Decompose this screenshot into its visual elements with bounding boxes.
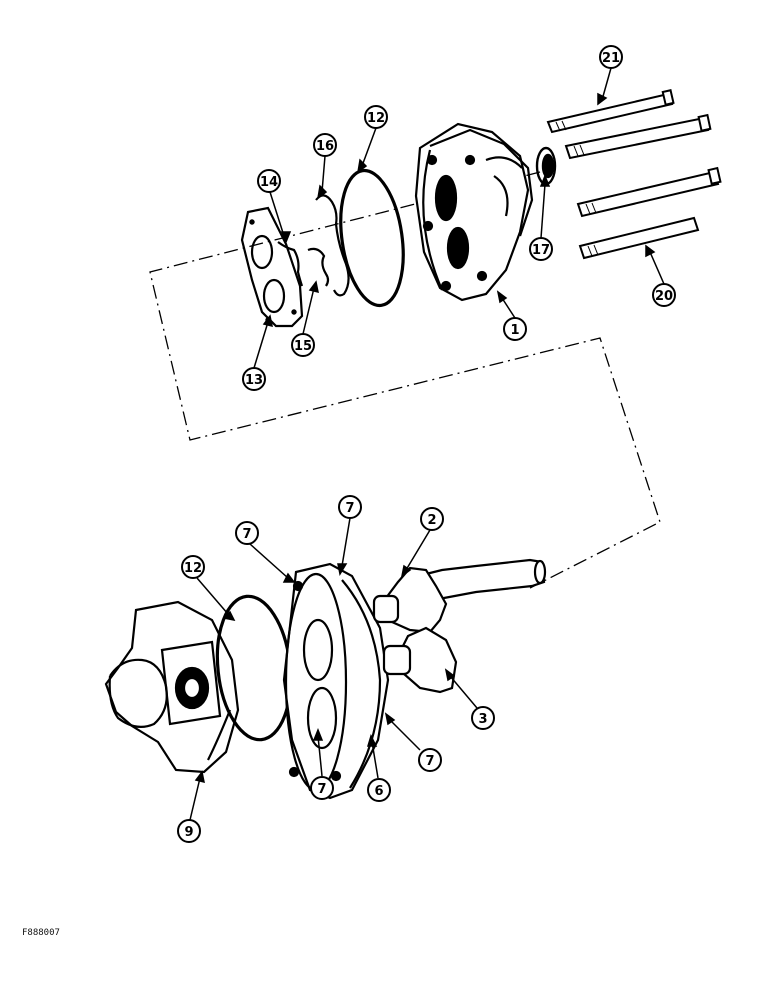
svg-text:7: 7 [317,782,326,797]
bolt-threads [555,120,599,257]
callout-1: 1 [503,317,527,341]
svg-text:7: 7 [242,527,251,542]
callout-7-d: 7 [310,776,334,800]
seal-14 [277,241,304,287]
alignment-line [149,171,661,589]
o-ring-top [339,168,405,308]
callout-6: 6 [367,778,391,802]
callout-7-a: 7 [235,521,259,545]
drive-gear [372,558,547,634]
callout-14: 14 [257,169,281,193]
callout-20: 20 [652,283,676,307]
svg-text:1: 1 [510,323,519,338]
callout-2: 2 [420,507,444,531]
callout-16: 16 [313,133,337,157]
svg-text:12: 12 [184,561,202,576]
gasket-plate [240,206,304,328]
svg-text:3: 3 [478,712,487,727]
svg-text:6: 6 [374,784,383,799]
svg-text:14: 14 [260,175,278,190]
callout-12-top: 12 [364,105,388,129]
callout-7-c: 7 [418,748,442,772]
pump-body [414,122,534,302]
driven-gear [382,626,458,694]
svg-text:21: 21 [602,51,620,66]
svg-text:7: 7 [345,501,354,516]
svg-text:2: 2 [427,513,436,528]
svg-text:13: 13 [245,373,263,388]
figure-code: F888007 [22,928,60,938]
callout-21: 21 [599,45,623,69]
svg-text:15: 15 [294,339,312,354]
svg-text:20: 20 [655,289,673,304]
seal-16 [315,194,350,297]
callout-9: 9 [177,819,201,843]
gear-housing [282,562,390,800]
end-cover [104,600,240,774]
svg-text:16: 16 [316,139,334,154]
svg-text:17: 17 [532,243,550,258]
callout-17: 17 [529,237,553,261]
callout-7-b: 7 [338,495,362,519]
seal-15 [307,247,330,287]
callout-3: 3 [471,706,495,730]
leader-lines [189,67,665,821]
svg-text:9: 9 [184,825,193,840]
callout-12-bottom: 12 [181,555,205,579]
svg-text:12: 12 [367,111,385,126]
svg-text:7: 7 [425,754,434,769]
callout-15: 15 [291,333,315,357]
callout-13: 13 [242,367,266,391]
bolts [546,89,722,260]
